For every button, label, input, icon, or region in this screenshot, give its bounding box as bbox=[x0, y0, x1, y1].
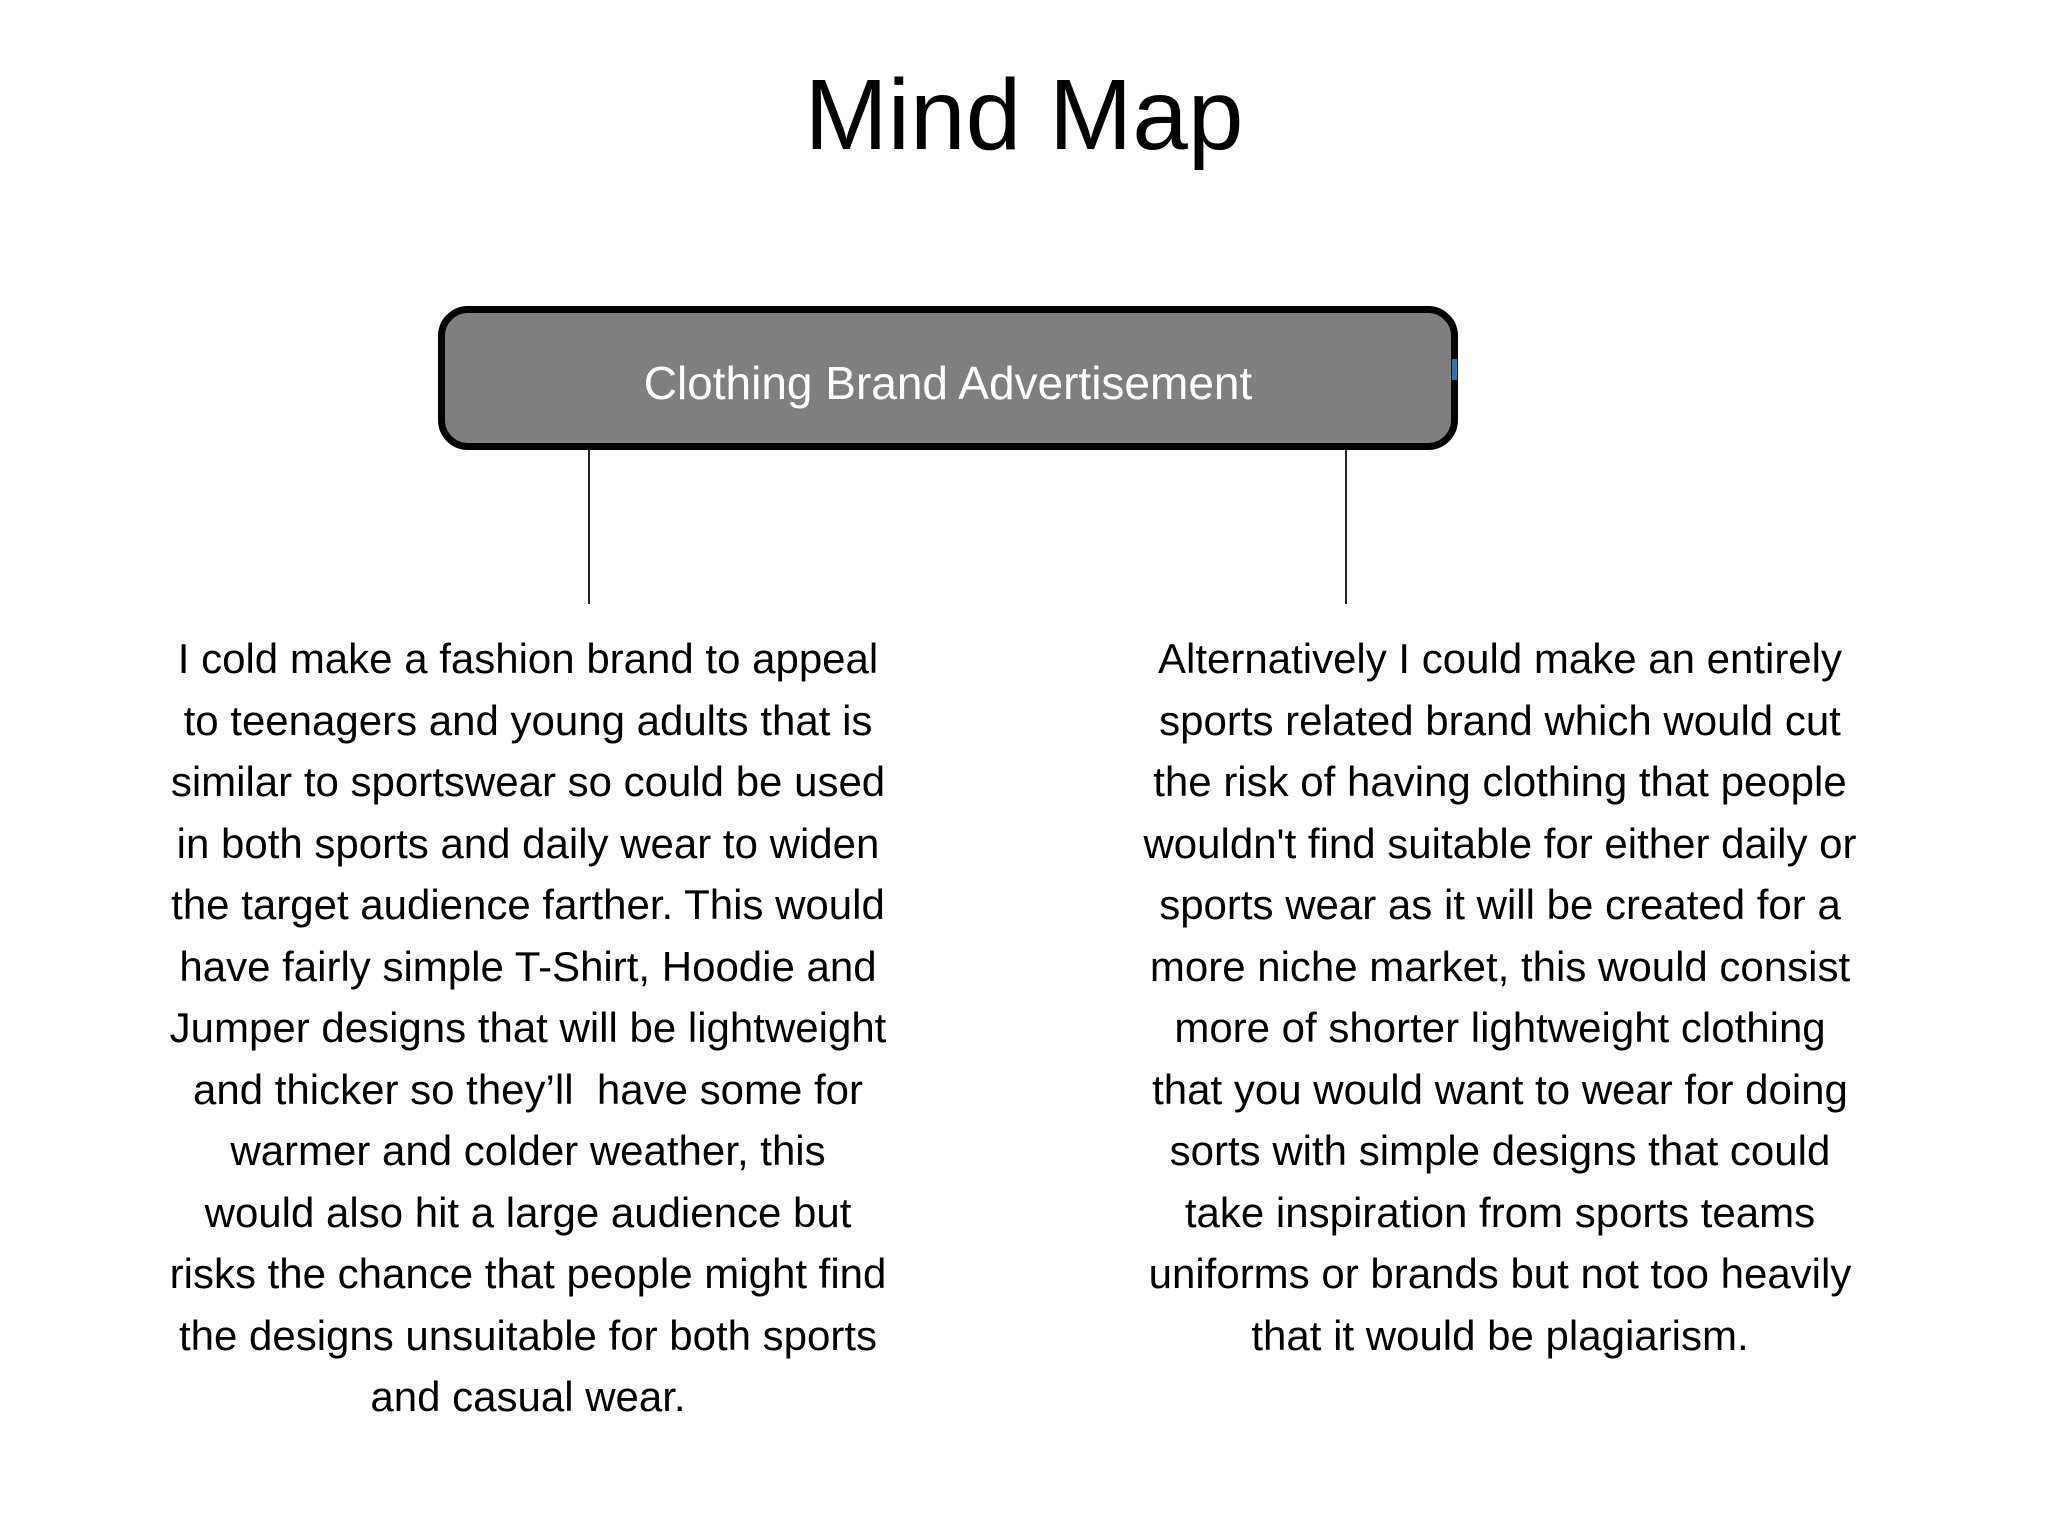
note-right-branch[interactable]: Alternatively I could make an entirely s… bbox=[1143, 635, 1857, 1359]
root-node-box[interactable]: Clothing Brand Advertisement bbox=[438, 306, 1458, 450]
root-node-label: Clothing Brand Advertisement bbox=[643, 356, 1253, 409]
page-title: Mind Map bbox=[804, 59, 1244, 171]
note-left-branch[interactable]: I cold make a fashion brand to appeal to… bbox=[169, 635, 887, 1420]
connector-line-left bbox=[588, 450, 590, 604]
connector-line-right bbox=[1345, 450, 1347, 604]
text-cursor bbox=[1452, 359, 1457, 380]
